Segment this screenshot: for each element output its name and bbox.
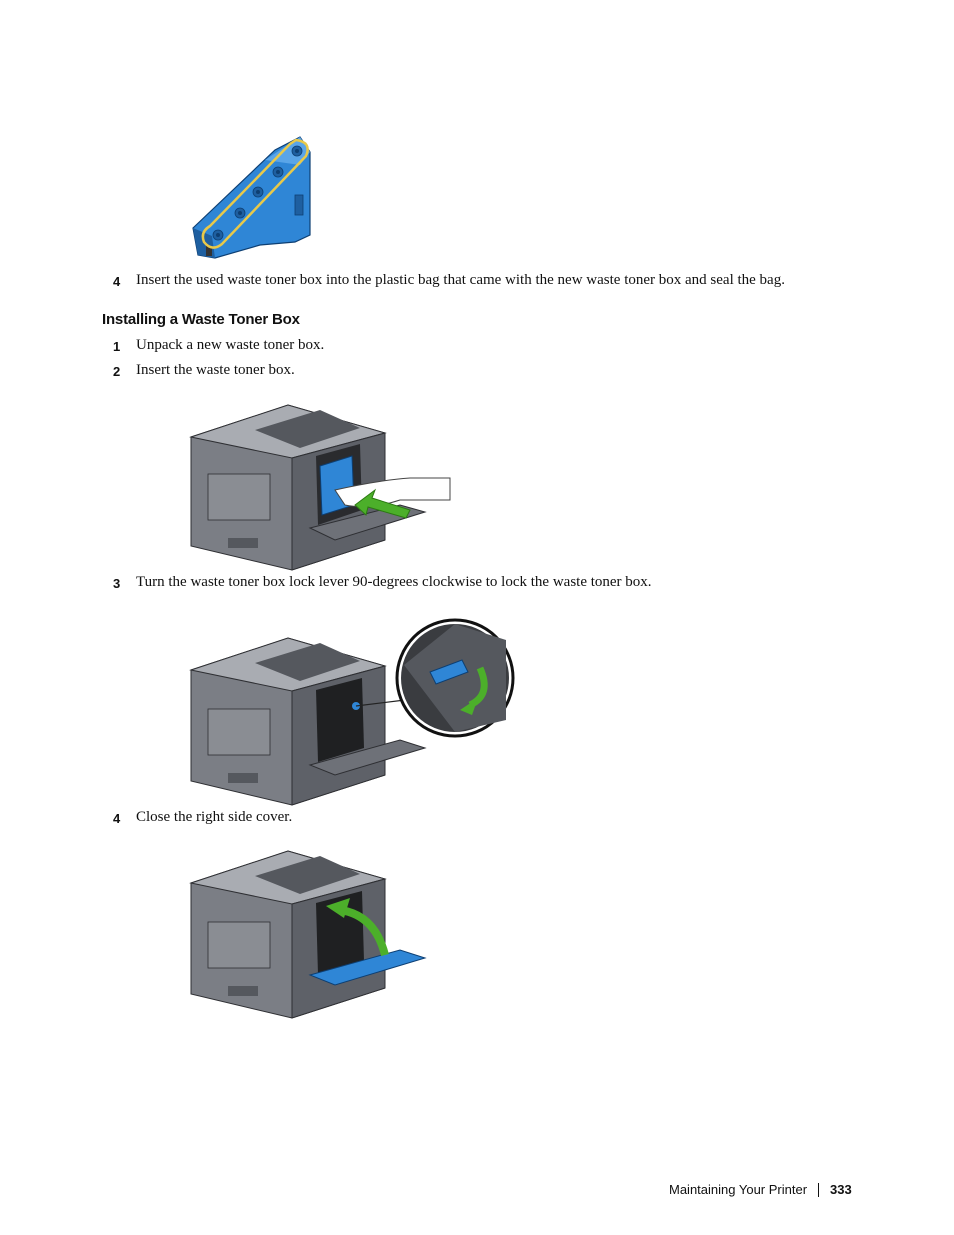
step-number: 3 bbox=[113, 576, 121, 591]
step-number: 4 bbox=[113, 274, 121, 289]
step-number: 1 bbox=[113, 339, 121, 354]
step-number: 2 bbox=[113, 364, 121, 379]
step-number: 4 bbox=[113, 811, 121, 826]
page-number: 333 bbox=[830, 1182, 852, 1197]
section-heading: Installing a Waste Toner Box bbox=[102, 311, 300, 328]
step-text: Close the right side cover. bbox=[136, 809, 293, 825]
step-text: Insert the used waste toner box into the… bbox=[136, 272, 785, 288]
step-text: Turn the waste toner box lock lever 90-d… bbox=[136, 574, 652, 590]
footer-separator bbox=[818, 1183, 819, 1197]
step-text: Unpack a new waste toner box. bbox=[136, 337, 325, 353]
footer-section-title: Maintaining Your Printer bbox=[669, 1182, 808, 1197]
step-text: Insert the waste toner box. bbox=[136, 362, 295, 378]
